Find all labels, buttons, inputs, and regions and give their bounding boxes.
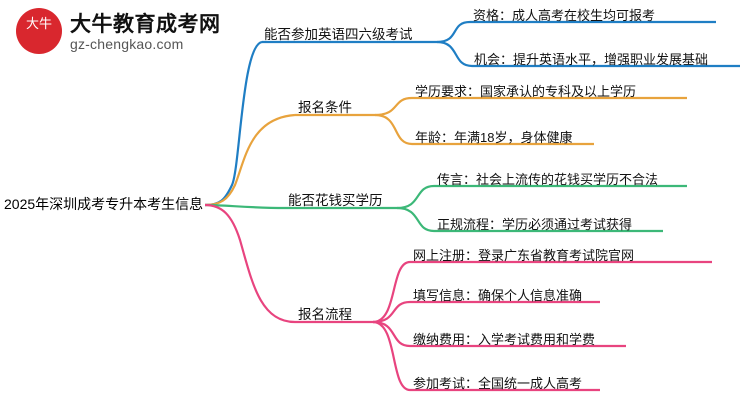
leaf-label-4-3: 缴纳费用：入学考试费用和学费	[413, 332, 596, 347]
edge-branch-1-leaf-1	[436, 20, 716, 44]
edge-branch-3-leaf-2	[396, 206, 663, 233]
branch-label-3: 能否花钱买学历	[288, 193, 383, 208]
branch-label-4: 报名流程	[298, 307, 352, 322]
mindmap-root-label: 2025年深圳成考专升本考生信息	[4, 196, 204, 212]
edge-root-to-branch-2	[204, 113, 296, 207]
edge-branch-4-leaf-4	[372, 320, 600, 392]
leaf-label-3-2: 正规流程：学历必须通过考试获得	[437, 217, 633, 232]
edge-branch-4-leaf-2	[372, 300, 600, 324]
logo-title: 大牛教育成考网	[70, 13, 221, 36]
edge-branch-2-leaf-2	[374, 113, 594, 146]
logo-mark-icon: 大牛	[16, 8, 62, 54]
edge-root-to-branch-4	[204, 203, 296, 324]
edge-branch-4-leaf-1	[372, 260, 712, 324]
leaf-label-2-2: 年龄：年满18岁，身体健康	[415, 130, 573, 145]
leaf-label-4-4: 参加考试：全国统一成人高考	[413, 376, 583, 391]
branch-label-1: 能否参加英语四六级考试	[264, 27, 413, 42]
leaf-label-1-2: 机会：提升英语水平，增强职业发展基础	[474, 52, 709, 67]
edge-root-to-branch-1	[204, 40, 263, 207]
leaf-label-2-1: 学历要求：国家承认的专科及以上学历	[415, 84, 637, 99]
edge-branch-2-leaf-1	[374, 96, 687, 117]
leaf-label-4-1: 网上注册：登录广东省教育考试院官网	[413, 248, 635, 263]
edge-branch-4-leaf-3	[372, 320, 626, 348]
leaf-label-1-1: 资格：成人高考在校生均可报考	[473, 8, 656, 23]
logo-url: gz-chengkao.com	[70, 36, 184, 52]
leaf-label-4-2: 填写信息：确保个人信息准确	[413, 288, 583, 303]
site-logo: 大牛 大牛教育成考网 gz-chengkao.com	[8, 6, 220, 58]
leaf-label-3-1: 传言：社会上流传的花钱买学历不合法	[437, 172, 659, 187]
branch-label-2: 报名条件	[298, 100, 352, 115]
edge-branch-1-leaf-2	[436, 40, 740, 68]
edge-branch-3-leaf-1	[396, 184, 687, 210]
